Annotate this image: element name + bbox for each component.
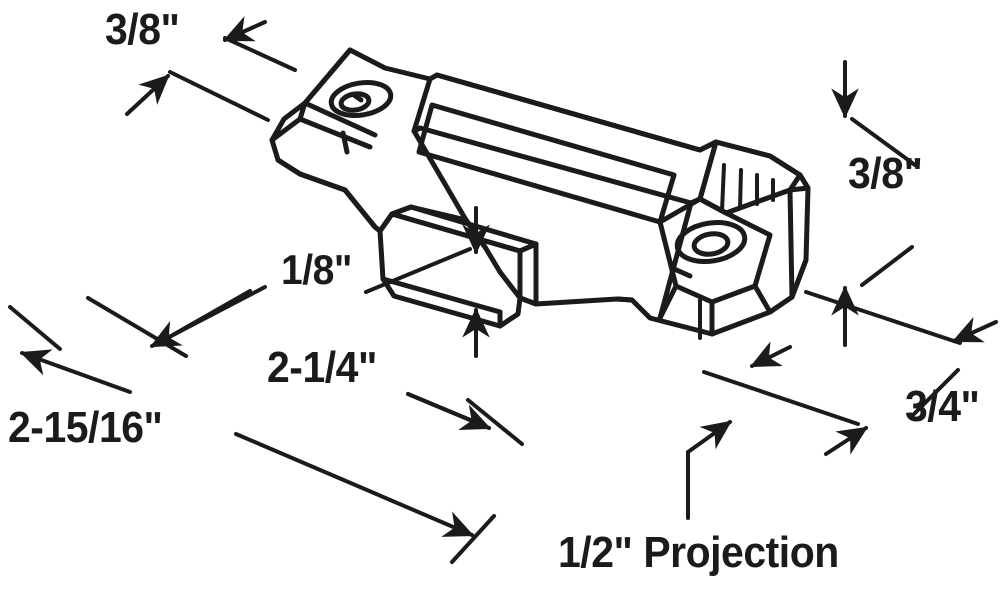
ramp-ribs — [720, 163, 775, 213]
dim-214-arrow-left — [149, 285, 267, 348]
dim-214-ref-line-left — [86, 296, 188, 358]
dim-38-left-arrow-lower — [125, 74, 170, 116]
right-boss-pad — [657, 196, 773, 305]
right-head-lower-edge — [787, 187, 795, 300]
dimension-label-inner-length: 2-1/4" — [267, 343, 377, 392]
tab-edge-right — [517, 241, 539, 254]
dim-34-ext-upper — [804, 290, 962, 345]
dimension-label-overall-length: 2-15/16" — [8, 403, 163, 452]
dim-21516-arrow-right — [234, 432, 475, 537]
right-screw-hole-inner — [691, 231, 731, 257]
dimension-label-top-left-thickness: 3/8" — [105, 5, 180, 54]
right-head-end — [789, 257, 809, 300]
left-flange-lip — [297, 100, 308, 122]
left-flange-top-edge — [302, 47, 353, 106]
dimension-label-projection: 1/2" Projection — [558, 528, 839, 577]
left-flange-inner-edge — [302, 100, 378, 138]
dim-34-arrow-upper — [951, 317, 998, 343]
dim-214-arrow-right — [406, 392, 492, 431]
dimension-lines — [8, 16, 998, 564]
dimension-label-right-height: 3/8" — [848, 149, 923, 198]
dim-38-left-ext-upper — [223, 36, 297, 72]
underside-edge-left — [517, 295, 539, 307]
right-head-top — [713, 139, 811, 191]
dimension-label-width: 3/4" — [905, 382, 980, 431]
right-boss-front-right — [752, 283, 773, 315]
dim-21516-ref-line-right — [450, 514, 496, 564]
dim-18-leader — [364, 247, 472, 294]
left-flange-notch-step — [342, 187, 378, 230]
left-screw-hole-nick — [351, 92, 364, 103]
plate-front-right — [657, 200, 694, 321]
dim-34-arrow-lower-left — [749, 341, 792, 368]
right-screw-hole-outer — [674, 219, 748, 265]
plate-front-face — [411, 128, 469, 223]
left-flange-bottom-front — [275, 157, 303, 177]
dim-34-arrow-lower-right — [824, 426, 869, 456]
dim-21516-arrow-left — [19, 349, 132, 394]
dim-21516-ref-line-left — [8, 305, 62, 351]
left-flange-front-fold — [269, 116, 373, 150]
tab-lower-fold — [380, 276, 503, 315]
left-flange-tick — [340, 130, 350, 155]
right-boss-front — [657, 283, 679, 321]
dim-38-right-leader-upper — [850, 117, 917, 167]
dim-projection-leader — [686, 420, 732, 520]
left-screw-hole-outer — [328, 80, 394, 118]
dim-38-left-ext-lower — [168, 70, 270, 122]
dim-34-ext-lower — [702, 370, 860, 426]
dim-34-ref-line — [910, 368, 960, 418]
left-flange-notch-left — [297, 171, 348, 193]
dim-38-right-leader-lower — [860, 245, 914, 287]
keeper-body — [269, 47, 811, 337]
dimension-label-tab-thickness: 1/8" — [281, 246, 352, 293]
underside-edge-center — [614, 296, 635, 303]
dim-38-left-arrow-upper — [222, 16, 267, 42]
right-head-outer-edge — [787, 185, 811, 193]
dim-214-ref-line-right — [466, 398, 524, 446]
right-boss-tick — [669, 265, 693, 279]
